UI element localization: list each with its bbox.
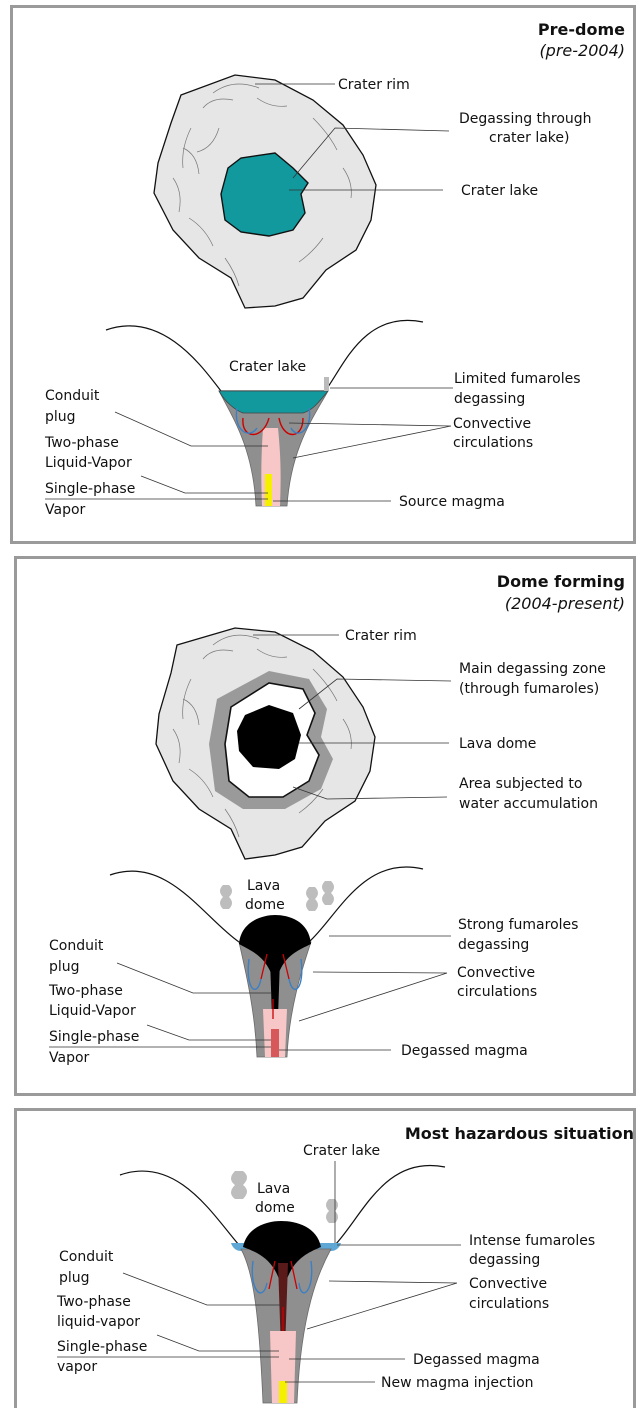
panel-most-hazardous-diagram: Most hazardous situation Crater lake Lav… <box>17 1111 636 1411</box>
magma-label: Degassed magma <box>413 1352 540 1368</box>
section-crater-lake-label: Crater lake <box>229 359 306 375</box>
fumaroles-label-line2: degassing <box>458 937 529 953</box>
fumaroles-label-line2: degassing <box>469 1252 540 1268</box>
panel-subtitle: (pre-2004) <box>539 41 625 60</box>
conduit-label-line1: Conduit <box>45 388 100 404</box>
new-magma-core <box>279 1381 287 1403</box>
crater-lake-label: Crater lake <box>303 1143 380 1159</box>
crater-rim-label: Crater rim <box>345 628 417 644</box>
source-magma-core <box>265 474 272 506</box>
single-phase-label-line1: Single-phase <box>49 1029 139 1045</box>
dome-label-line2: dome <box>255 1200 295 1216</box>
conduit-label-line1: Conduit <box>59 1249 114 1265</box>
single-phase-label-line1: Single-phase <box>57 1339 147 1355</box>
panel-title: Most hazardous situation <box>405 1124 634 1143</box>
crater-lake-label: Crater lake <box>461 183 538 199</box>
fumaroles-label-line1: Strong fumaroles <box>458 917 578 933</box>
conduit-label-line2: plug <box>59 1270 90 1286</box>
conduit-label-line1: Conduit <box>49 938 104 954</box>
magma-label: Degassed magma <box>401 1043 528 1059</box>
convective-label-line2: circulations <box>457 984 537 1000</box>
dome-label-line1: Lava <box>257 1181 290 1197</box>
panel-title: Pre-dome <box>538 20 625 39</box>
injection-label: New magma injection <box>381 1375 534 1391</box>
two-phase-leader <box>147 1025 271 1040</box>
degassing-label-line2: crater lake) <box>489 130 570 146</box>
convective-label-line1: Convective <box>457 965 535 981</box>
panel-pre-dome: Pre-dome (pre-2004) Crater rim Degassing… <box>10 5 636 544</box>
panel-dome-forming: Dome forming (2004-present) Crater rim M… <box>14 556 636 1096</box>
convective-leaders <box>299 972 447 1021</box>
convective-label-line1: Convective <box>453 416 531 432</box>
fumaroles-label-line1: Intense fumaroles <box>469 1233 595 1249</box>
convective-label-line2: circulations <box>453 435 533 451</box>
two-phase-label-line1: Two-phase <box>56 1294 131 1310</box>
convective-label-line1: Convective <box>469 1276 547 1292</box>
single-phase-label-line2: Vapor <box>49 1050 90 1066</box>
convective-label-line2: circulations <box>469 1296 549 1312</box>
two-phase-label-line2: Liquid-Vapor <box>45 455 132 471</box>
fumaroles-label-line1: Limited fumaroles <box>454 371 581 387</box>
conduit-label-line2: plug <box>49 959 80 975</box>
two-phase-label-line2: liquid-vapor <box>57 1314 140 1330</box>
two-phase-leader <box>141 476 268 493</box>
fumaroles-label-line2: degassing <box>454 391 525 407</box>
water-label-line1: Area subjected to <box>459 776 582 792</box>
panel-pre-dome-diagram: Pre-dome (pre-2004) Crater rim Degassing… <box>13 8 636 547</box>
convective-leaders <box>307 1281 457 1329</box>
conduit-label-line2: plug <box>45 409 76 425</box>
panel-subtitle: (2004-present) <box>505 594 625 613</box>
panel-title: Dome forming <box>497 572 625 591</box>
panel-dome-forming-diagram: Dome forming (2004-present) Crater rim M… <box>17 559 636 1099</box>
panel-most-hazardous: Most hazardous situation Crater lake Lav… <box>14 1108 636 1408</box>
main-zone-label-line1: Main degassing zone <box>459 661 606 677</box>
main-zone-label-line2: (through fumaroles) <box>459 681 599 697</box>
two-phase-label-line1: Two-phase <box>48 983 123 999</box>
two-phase-label-line1: Two-phase <box>44 435 119 451</box>
lava-dome-label: Lava dome <box>459 736 536 752</box>
convective-leaders <box>289 423 451 458</box>
single-phase-label-line2: vapor <box>57 1359 97 1375</box>
crater-profile <box>106 320 423 391</box>
degassed-magma-core <box>271 1029 279 1057</box>
two-phase-label-line2: Liquid-Vapor <box>49 1003 136 1019</box>
fumarole-plume-icon <box>324 377 329 391</box>
dome-label-line2: dome <box>245 897 285 913</box>
dome-label-line1: Lava <box>247 878 280 894</box>
magma-label: Source magma <box>399 494 505 510</box>
water-label-line2: water accumulation <box>459 796 598 812</box>
crater-rim-label: Crater rim <box>338 77 410 93</box>
lava-dome-plan <box>237 705 301 769</box>
single-phase-label-line2: Vapor <box>45 502 86 518</box>
degassing-label-line1: Degassing through <box>459 111 592 127</box>
single-phase-label-line1: Single-phase <box>45 481 135 497</box>
